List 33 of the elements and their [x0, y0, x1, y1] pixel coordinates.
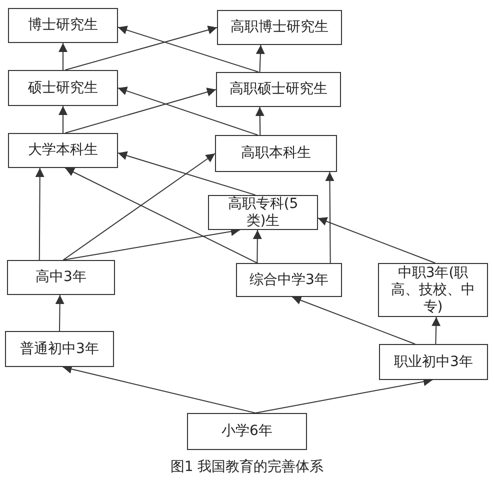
arrow	[64, 26, 218, 70]
arrow	[58, 106, 68, 134]
arrow	[64, 88, 216, 134]
stage-box: 高职专科(5类)生	[208, 195, 318, 230]
stage-box: 综合中学3年	[236, 263, 342, 297]
stage-box: 博士研究生	[8, 8, 118, 43]
arrow	[118, 26, 259, 72]
arrow	[118, 151, 256, 196]
stage-box: 职业初中3年	[379, 344, 488, 380]
arrow	[292, 296, 416, 344]
stage-box: 高职本科生	[215, 135, 337, 172]
stage-box: 高中3年	[7, 260, 115, 295]
stage-box: 硕士研究生	[8, 70, 118, 106]
stage-box: 大学本科生	[8, 133, 118, 168]
arrow	[55, 294, 64, 332]
arrow	[62, 153, 216, 260]
arrow	[64, 168, 258, 264]
arrow	[35, 168, 44, 260]
stage-box: 小学6年	[187, 413, 307, 450]
stage-box: 高职博士研究生	[217, 10, 342, 45]
arrow	[62, 364, 256, 414]
arrow	[325, 172, 334, 264]
arrow	[252, 230, 262, 264]
stage-box: 普通初中3年	[5, 331, 114, 367]
figure-caption: 图1 我国教育的完善体系	[169, 458, 325, 476]
stage-box: 中职3年(职高、技校、中专)	[378, 263, 488, 317]
arrow	[318, 217, 436, 264]
arrow	[118, 86, 258, 136]
arrow	[256, 44, 265, 72]
stage-box: 高职硕士研究生	[216, 72, 341, 107]
arrow	[58, 42, 68, 70]
arrow	[255, 106, 264, 136]
arrow	[432, 316, 441, 344]
